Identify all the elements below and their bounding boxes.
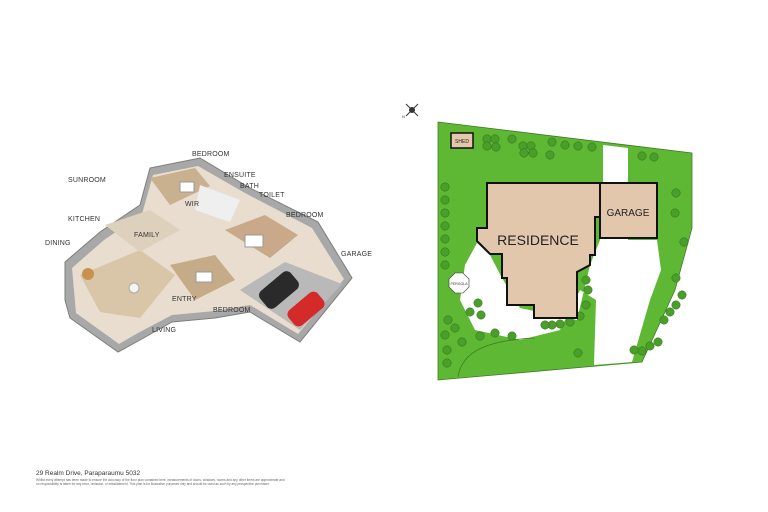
tree bbox=[671, 300, 681, 310]
tree bbox=[465, 307, 475, 317]
tree bbox=[442, 345, 452, 355]
tree bbox=[482, 141, 492, 151]
pergola-label: PERGOLA bbox=[451, 282, 469, 286]
tree bbox=[671, 188, 681, 198]
furniture bbox=[82, 181, 264, 294]
tree bbox=[573, 348, 583, 358]
tree bbox=[440, 221, 450, 231]
tree bbox=[573, 141, 583, 151]
room-label-sunroom: SUNROOM bbox=[68, 177, 106, 184]
room-label-toilet: TOILET bbox=[259, 192, 285, 199]
tree bbox=[442, 358, 452, 368]
tree bbox=[677, 290, 687, 300]
pergola bbox=[448, 272, 470, 294]
room-label-living: LIVING bbox=[152, 327, 177, 334]
tree bbox=[637, 346, 647, 356]
garden-path bbox=[457, 337, 536, 378]
tree bbox=[491, 142, 501, 152]
room-label-ensuite: ENSUITE bbox=[224, 172, 256, 179]
room-label-wir: WIR bbox=[185, 201, 200, 208]
shed-label: SHED bbox=[455, 139, 469, 145]
room-floors bbox=[80, 168, 342, 330]
tree bbox=[440, 208, 450, 218]
red-car bbox=[287, 291, 325, 327]
tree bbox=[473, 298, 483, 308]
tree bbox=[507, 134, 517, 144]
tree bbox=[440, 330, 450, 340]
tree bbox=[637, 151, 647, 161]
tree bbox=[581, 300, 591, 310]
residence bbox=[476, 182, 601, 319]
tree bbox=[440, 195, 450, 205]
tree bbox=[671, 273, 681, 283]
room-label-garage: GARAGE bbox=[341, 251, 373, 258]
tree bbox=[476, 310, 486, 320]
tree bbox=[555, 319, 565, 329]
shed bbox=[450, 132, 474, 149]
garage-cars bbox=[259, 271, 325, 327]
tree bbox=[507, 331, 517, 341]
garage-label: GARAGE bbox=[607, 208, 650, 219]
tree bbox=[443, 315, 453, 325]
tree bbox=[440, 260, 450, 270]
tree bbox=[547, 137, 557, 147]
tree bbox=[490, 134, 500, 144]
room-label-bedroom-2: BEDROOM bbox=[286, 212, 324, 219]
tree bbox=[528, 148, 538, 158]
tree bbox=[540, 320, 550, 330]
tree bbox=[629, 345, 639, 355]
tree bbox=[665, 307, 675, 317]
tree bbox=[679, 237, 689, 247]
property-address: 29 Realm Drive, Paraparaumu 5032 bbox=[36, 470, 141, 477]
room-label-bedroom-3: BEDROOM bbox=[213, 307, 251, 314]
room-label-dining: DINING bbox=[45, 240, 71, 247]
disclaimer: Whilst every attempt has been made to en… bbox=[36, 478, 285, 486]
tree bbox=[440, 182, 450, 192]
tree bbox=[519, 148, 529, 158]
tree bbox=[565, 317, 575, 327]
tree bbox=[545, 150, 555, 160]
tree bbox=[457, 337, 467, 347]
dark-car bbox=[259, 271, 299, 309]
tree bbox=[587, 142, 597, 152]
compass-north: N bbox=[402, 114, 405, 119]
tree bbox=[649, 152, 659, 162]
tree bbox=[653, 337, 663, 347]
tree bbox=[440, 234, 450, 244]
room-label-kitchen: KITCHEN bbox=[68, 216, 101, 223]
tree bbox=[583, 285, 593, 295]
residence-label: RESIDENCE bbox=[497, 232, 579, 248]
tree bbox=[581, 275, 591, 285]
garage-building bbox=[599, 182, 658, 239]
room-label-bath: BATH bbox=[240, 183, 259, 190]
tree bbox=[670, 208, 680, 218]
tree bbox=[490, 328, 500, 338]
tree bbox=[450, 323, 460, 333]
tree bbox=[440, 247, 450, 257]
tree bbox=[645, 341, 655, 351]
tree bbox=[659, 315, 669, 325]
room-label-entry: ENTRY bbox=[172, 296, 197, 303]
compass-icon bbox=[405, 103, 419, 117]
room-label-bedroom: BEDROOM bbox=[192, 151, 230, 158]
trees bbox=[440, 134, 689, 368]
tree bbox=[560, 140, 570, 150]
tree bbox=[475, 331, 485, 341]
room-label-family: FAMILY bbox=[134, 232, 160, 239]
